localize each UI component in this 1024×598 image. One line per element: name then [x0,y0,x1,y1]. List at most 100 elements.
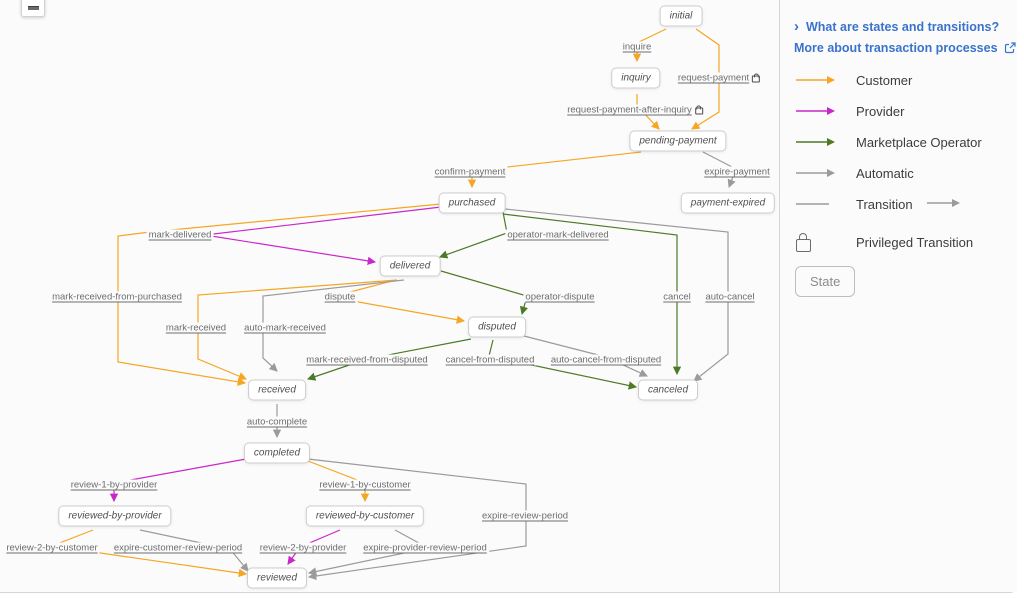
transition-label: confirm-payment [434,166,506,178]
transition-label: review-2-by-customer [6,542,98,554]
state-initial[interactable]: initial [659,5,703,27]
transition-label: inquire [622,41,652,53]
state-payment-expired[interactable]: payment-expired [680,192,776,214]
state-reviewed[interactable]: reviewed [246,567,308,589]
transition-label: mark-received [165,322,227,334]
state-purchased[interactable]: purchased [438,192,506,214]
transition-label: mark-delivered [148,229,212,241]
legend-label: Automatic [856,165,914,181]
external-link-icon [1004,42,1016,54]
transition-cancel[interactable]: cancel [661,291,693,303]
chevron-right-icon: › [794,18,799,35]
transition-line-icon [796,199,836,209]
transition-label: auto-cancel [705,291,755,303]
transition-label: operator-mark-delivered [507,229,609,241]
edge-mark-received-from-purchased [117,203,442,386]
state-delivered[interactable]: delivered [379,255,441,277]
edge-operator-dispute [440,270,529,316]
zoom-out-button[interactable] [21,0,45,17]
transition-review-2-by-customer[interactable]: review-2-by-customer [4,542,100,554]
transition-label: auto-complete [246,416,308,428]
link-label: More about transaction processes [794,41,998,55]
legend-label: Marketplace Operator [856,134,982,150]
transition-review-1-by-customer[interactable]: review-1-by-customer [317,479,413,491]
legend-item-marketplace-operator: Marketplace Operator [780,132,1017,152]
legend: Customer Provider Marketplace Operator A… [780,70,1017,252]
automatic-arrow-icon [796,168,836,178]
state-completed[interactable]: completed [243,442,311,464]
state-reviewed-by-provider[interactable]: reviewed-by-provider [58,505,172,527]
transition-request-payment[interactable]: request-payment [675,72,763,84]
transition-auto-complete[interactable]: auto-complete [244,416,310,428]
operator-arrow-icon [796,137,836,147]
transition-label: expire-provider-review-period [363,542,487,554]
link-more-about-transaction-processes[interactable]: More about transaction processes [794,41,1016,55]
transition-operator-mark-delivered[interactable]: operator-mark-delivered [505,229,611,241]
transition-label: cancel [663,291,691,303]
transition-request-payment-after-inquiry[interactable]: request-payment-after-inquiry [565,104,705,116]
legend-item-provider: Provider [780,101,1017,121]
legend-label: Provider [856,103,905,119]
transition-label: cancel-from-disputed [445,354,535,366]
transition-dispute[interactable]: dispute [322,291,358,303]
lock-icon [796,232,811,252]
legend-item-automatic: Automatic [780,163,1017,183]
legend-label: Customer [856,72,913,88]
state-sample-label: State [810,274,841,289]
transition-confirm-payment[interactable]: confirm-payment [432,166,508,178]
transition-mark-received-from-purchased[interactable]: mark-received-from-purchased [50,291,184,303]
transition-mark-received[interactable]: mark-received [163,322,229,334]
legend-label: Transition [856,196,913,212]
state-pending-payment[interactable]: pending-payment [629,130,727,152]
transition-expire-customer-review-period[interactable]: expire-customer-review-period [111,542,245,554]
transition-auto-cancel[interactable]: auto-cancel [703,291,757,303]
transition-cancel-from-disputed[interactable]: cancel-from-disputed [443,354,537,366]
transition-label: expire-customer-review-period [113,542,243,554]
transition-label: operator-dispute [525,291,595,303]
transition-label: review-1-by-customer [319,479,411,491]
state-received[interactable]: received [248,379,306,401]
transition-label: expire-review-period [481,510,569,522]
transition-mark-received-from-disputed[interactable]: mark-received-from-disputed [304,354,430,366]
transition-review-2-by-provider[interactable]: review-2-by-provider [257,542,349,554]
legend-state-sample: State [795,266,856,297]
transition-label: auto-mark-received [244,322,326,334]
transition-mark-delivered[interactable]: mark-delivered [146,229,214,241]
lock-icon [694,105,703,115]
transition-operator-dispute[interactable]: operator-dispute [523,291,597,303]
edge-operator-mark-delivered [439,211,508,259]
transition-label: auto-cancel-from-disputed [550,354,662,366]
legend-item-privileged-transition: Privileged Transition [780,232,1017,252]
state-disputed[interactable]: disputed [468,316,526,338]
link-what-are-states-and-transitions[interactable]: › What are states and transitions? [794,18,1000,35]
state-inquiry[interactable]: inquiry [611,67,661,89]
diagram-canvas[interactable]: inquire request-payment request-payment-af… [0,0,778,592]
transition-expire-payment[interactable]: expire-payment [702,166,772,178]
legend-item-transition: Transition [780,194,1017,214]
lock-icon [752,73,761,83]
transition-inquire[interactable]: inquire [620,41,654,53]
transition-label: mark-received-from-purchased [52,291,182,303]
transition-auto-cancel-from-disputed[interactable]: auto-cancel-from-disputed [548,354,664,366]
transition-expire-provider-review-period[interactable]: expire-provider-review-period [361,542,489,554]
transition-label: expire-payment [704,166,770,178]
link-label: What are states and transitions? [806,20,1000,34]
legend-label: Privileged Transition [856,234,974,250]
transition-expire-review-period[interactable]: expire-review-period [479,510,571,522]
transition-label: mark-received-from-disputed [306,354,428,366]
transition-label: review-2-by-provider [259,542,347,554]
sidebar: › What are states and transitions? More … [779,0,1017,592]
edge-cancel [502,213,682,376]
automatic-arrow-icon [926,195,961,213]
lock-icon [796,232,836,252]
state-canceled[interactable]: canceled [637,379,699,401]
provider-arrow-icon [796,106,836,116]
minus-icon [28,6,39,10]
customer-arrow-icon [796,75,836,85]
transition-label: dispute [324,291,356,303]
state-reviewed-by-customer[interactable]: reviewed-by-customer [305,505,425,527]
transition-auto-mark-received[interactable]: auto-mark-received [242,322,328,334]
transition-review-1-by-provider[interactable]: review-1-by-provider [68,479,160,491]
transition-label: review-1-by-provider [70,479,158,491]
